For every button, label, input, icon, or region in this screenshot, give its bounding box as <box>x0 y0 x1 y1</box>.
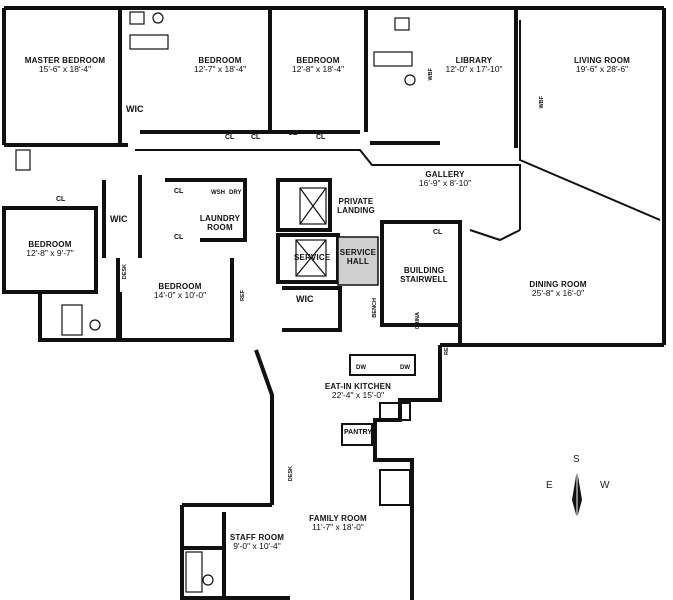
bath-tub-2 <box>373 51 413 67</box>
staff-wall <box>180 503 290 600</box>
wic-center-label: WIC <box>296 294 314 304</box>
toilet-staff <box>202 574 214 586</box>
service-hall-label: SERVICE HALL <box>339 248 377 267</box>
bath-tub-staff <box>185 551 203 593</box>
cl-label-4: CL <box>316 134 326 141</box>
bath-sink-2 <box>394 17 410 31</box>
eat-in-kitchen-label: EAT-IN KITCHEN 22'-4" x 15'-0" <box>324 382 392 401</box>
compass-icon <box>572 470 582 518</box>
dishwasher-label-2: DW <box>400 365 410 371</box>
bath-tub-1 <box>129 34 169 50</box>
cl-label-6: CL <box>174 188 184 195</box>
wbf-label-library: WBF <box>428 68 434 81</box>
center-bedroom-label: BEDROOM 14'-0" x 10'-0" <box>153 282 207 301</box>
family-room-label: FAMILY ROOM 11'-7" x 18'-0" <box>309 514 367 533</box>
desk-label-bedroom: DESK <box>122 264 128 280</box>
desk-label-family: DESK <box>288 466 294 482</box>
bath-tub-3 <box>61 304 83 336</box>
landing-wall <box>276 178 332 232</box>
laundry-room-label: LAUNDRY ROOM <box>199 214 241 233</box>
elevator-shaft <box>299 187 327 225</box>
wic-center-wall <box>282 286 342 332</box>
wic-master-label: WIC <box>126 104 144 114</box>
staff-room-label: STAFF ROOM 9'-0" x 10'-4" <box>229 533 285 552</box>
ref-label-bedroom: REF <box>240 290 246 301</box>
service-elevator-cross <box>295 239 327 277</box>
cl-label-7: CL <box>174 234 184 241</box>
staff-divider <box>182 512 226 598</box>
laundry-wall <box>165 178 247 242</box>
west-bedroom-wall <box>2 206 98 294</box>
dryer-label: DRY <box>229 190 242 196</box>
china-label: CHINA <box>415 312 421 330</box>
west-bath-wall <box>38 292 122 342</box>
toilet-1 <box>152 12 164 24</box>
kitchen-wall <box>254 345 442 440</box>
toilet-3 <box>89 319 101 331</box>
service-elevator <box>295 239 327 277</box>
bath-sink-west <box>15 149 31 171</box>
washer-label: WSH <box>211 190 225 196</box>
pantry-box <box>341 423 373 446</box>
living-room-label: LIVING ROOM 19'-6" x 28'-6" <box>574 56 630 75</box>
bedrooms-south-wall <box>4 130 360 147</box>
wic-west-label: WIC <box>110 214 128 224</box>
family-wall <box>270 440 414 600</box>
kitchen-counter <box>349 354 416 376</box>
gallery-label: GALLERY 16'-9" x 8'-10" <box>418 170 472 189</box>
wbf-label-living: WBF <box>539 96 545 109</box>
master-bedroom-label: MASTER BEDROOM 15'-6" x 18'-4" <box>24 56 106 75</box>
elevator-cross <box>299 187 327 225</box>
cl-label-3: CL <box>288 130 298 137</box>
gallery-outline <box>135 149 521 230</box>
bath-sink-1 <box>129 11 145 25</box>
stairwell-label: BUILDING STAIRWELL <box>400 266 448 285</box>
dishwasher-label-1: DW <box>356 365 366 371</box>
kitchen-range <box>379 402 411 421</box>
compass-label-w: W <box>600 480 610 491</box>
bench-label: BENCH <box>372 298 378 318</box>
bedroom-3-label: BEDROOM 12'-8" x 18'-4" <box>291 56 345 75</box>
toilet-2 <box>404 74 416 86</box>
ref-label-kitchen: REF <box>444 344 450 355</box>
living-inner <box>519 20 661 221</box>
cl-label-2: CL <box>251 134 261 141</box>
wic-walls <box>102 175 142 258</box>
cl-label-1: CL <box>225 134 235 141</box>
closet-family <box>379 469 411 506</box>
center-bedroom-wall <box>116 258 234 342</box>
dining-room-label: DINING ROOM 25'-8" x 16'-0" <box>529 280 587 299</box>
west-bedroom-label: BEDROOM 12'-8" x 9'-7" <box>26 240 74 259</box>
cl-label-5: CL <box>56 196 66 203</box>
service-hall-shade <box>337 236 379 286</box>
gallery-angle <box>469 229 521 242</box>
bedroom-2-label: BEDROOM 12'-7" x 18'-4" <box>193 56 247 75</box>
private-landing-label: PRIVATE LANDING <box>337 197 375 216</box>
cl-label-8: CL <box>433 229 443 236</box>
library-label: LIBRARY 12'-0" x 17'-10" <box>445 56 503 75</box>
service-label: SERVICE <box>294 253 331 262</box>
compass-label-n: S <box>573 454 580 465</box>
compass-label-e: E <box>546 480 553 491</box>
pantry-label: PANTRY <box>344 429 372 436</box>
